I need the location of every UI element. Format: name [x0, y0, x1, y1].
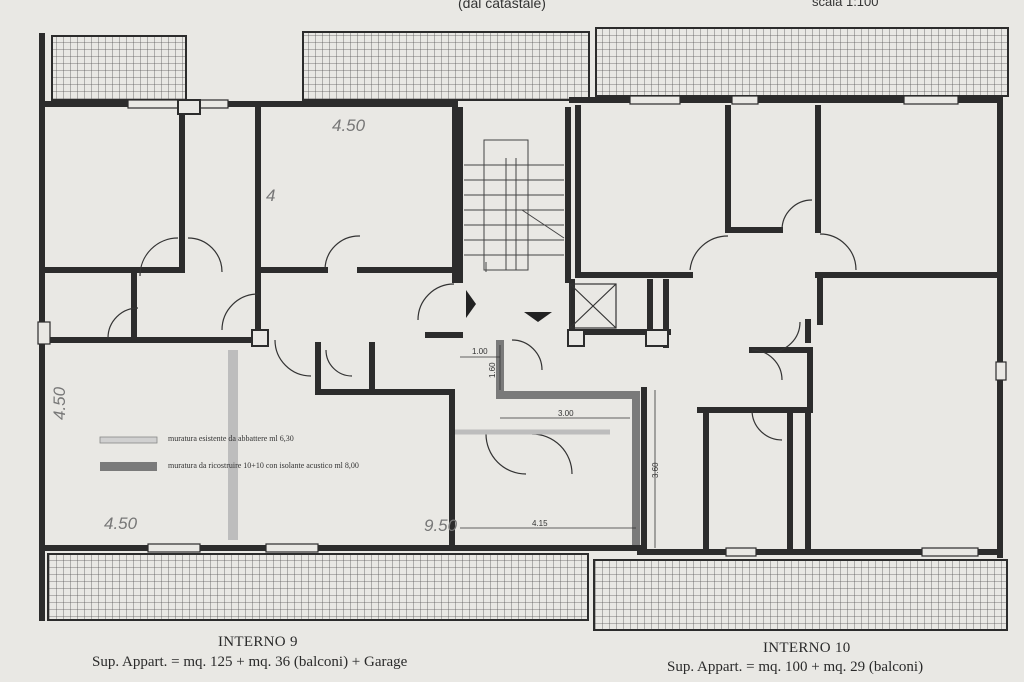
balcony-bottom-right [593, 559, 1008, 631]
walls [39, 33, 1003, 621]
staircase [464, 139, 565, 272]
unit-surface: Sup. Appart. = mq. 125 + mq. 36 (balconi… [92, 654, 408, 670]
doors [107, 199, 857, 475]
legend-swatch-rebuild [100, 462, 157, 471]
handwritten-dimension: 9.50 [424, 516, 458, 535]
wall-to-rebuild [496, 340, 640, 545]
dimension-label: 1.60 [488, 362, 497, 378]
unit-surface: Sup. Appart. = mq. 100 + mq. 29 (balconi… [667, 659, 924, 675]
elevator [569, 283, 617, 329]
unit-name: INTERNO 9 [218, 634, 298, 650]
columns [177, 99, 669, 347]
unit-name: INTERNO 10 [763, 640, 851, 656]
legend-item: muratura esistente da abbattere ml 6,30 [168, 434, 294, 443]
stair-arrow-icon [524, 312, 552, 322]
legend-swatch-demolish [99, 436, 158, 444]
plan-scale: scala 1:100 [812, 0, 879, 9]
dimension-label: 3.60 [651, 462, 660, 478]
balcony-top-left [51, 35, 187, 101]
stair-arrow-icon [466, 290, 476, 318]
wall-to-demolish [228, 350, 238, 540]
plan-subtitle: (dal catastale) [458, 0, 546, 11]
handwritten-dimension: 4.50 [50, 386, 69, 420]
balcony-top-right [595, 27, 1009, 97]
balconies [47, 27, 1009, 631]
balcony-bottom-left [47, 553, 589, 621]
handwritten-dimension: 4.50 [332, 116, 366, 135]
dimension-label: 1.00 [472, 347, 488, 356]
dimension-lines [460, 345, 656, 548]
handwritten-dimension: 4 [266, 186, 276, 205]
handwritten-dimension: 4.50 [104, 514, 138, 533]
dimension-label: 3.00 [558, 409, 574, 418]
legend-item: muratura da ricostruire 10+10 con isolan… [168, 461, 359, 470]
windows [37, 95, 1007, 557]
balcony-top-middle [302, 31, 590, 101]
dimension-label: 4.15 [532, 519, 548, 528]
